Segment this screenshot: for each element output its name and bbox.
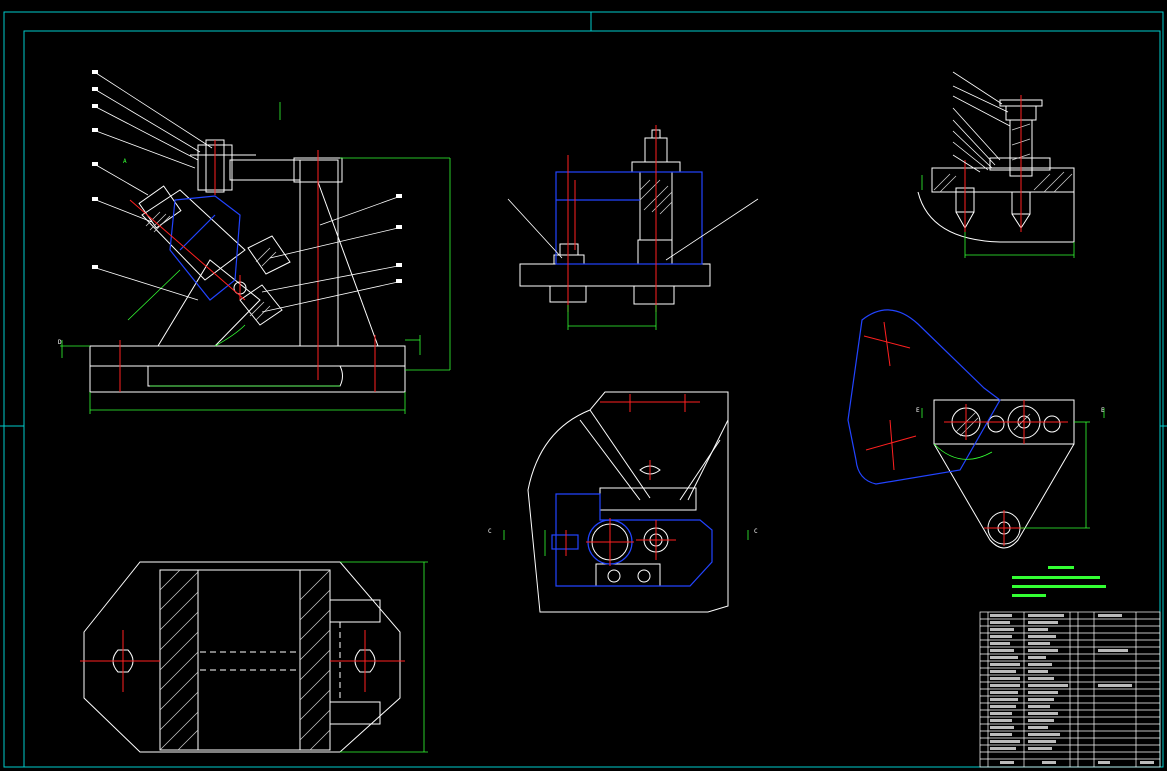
- section-mark-c-left: C: [488, 528, 492, 535]
- top-center-dimensions: [567, 305, 657, 330]
- technical-requirements: [1012, 566, 1106, 597]
- section-mark-e-left: E: [916, 407, 920, 414]
- bottom-section-hatch: [159, 569, 331, 751]
- bottom-section-dimensions: [340, 561, 428, 753]
- main-view-balloons: [92, 70, 402, 283]
- top-center-view: [519, 129, 711, 305]
- top-right-leaders: [952, 71, 1011, 173]
- top-right-section: [917, 99, 1075, 243]
- bottom-section: [83, 561, 401, 753]
- bottom-section-centerlines: [80, 630, 405, 692]
- right-view-dimensions: [921, 408, 1105, 529]
- section-mark-a: A: [123, 158, 127, 165]
- top-right-centerlines: [964, 95, 1022, 232]
- main-view-dimensions: [60, 102, 451, 414]
- right-view-hidden: [847, 309, 1001, 485]
- top-center-centerlines: [567, 125, 657, 312]
- center-view: [527, 391, 729, 613]
- sheet-border: [0, 11, 1167, 768]
- bottom-section-dashes: [200, 622, 341, 702]
- center-view-dimensions: [503, 530, 749, 556]
- top-right-dimensions: [921, 175, 1075, 258]
- center-view-hidden: [551, 493, 713, 587]
- main-view-hatch: [145, 211, 277, 321]
- main-view: [89, 139, 406, 393]
- right-view-centerlines: [863, 321, 1068, 546]
- main-view-centerlines: [119, 140, 376, 392]
- center-view-centerlines: [565, 394, 700, 566]
- section-mark-d: D: [58, 339, 62, 346]
- main-view-hidden: [169, 195, 241, 301]
- right-view-hatch: [955, 411, 1031, 437]
- top-center-hidden: [555, 171, 703, 265]
- top-center-leaders: [507, 198, 759, 261]
- title-block-text: [990, 614, 1154, 764]
- section-mark-c-right: C: [754, 528, 758, 535]
- section-mark-e-right: E: [1101, 407, 1105, 414]
- title-block: [979, 611, 1161, 768]
- main-view-leaders: [95, 72, 399, 313]
